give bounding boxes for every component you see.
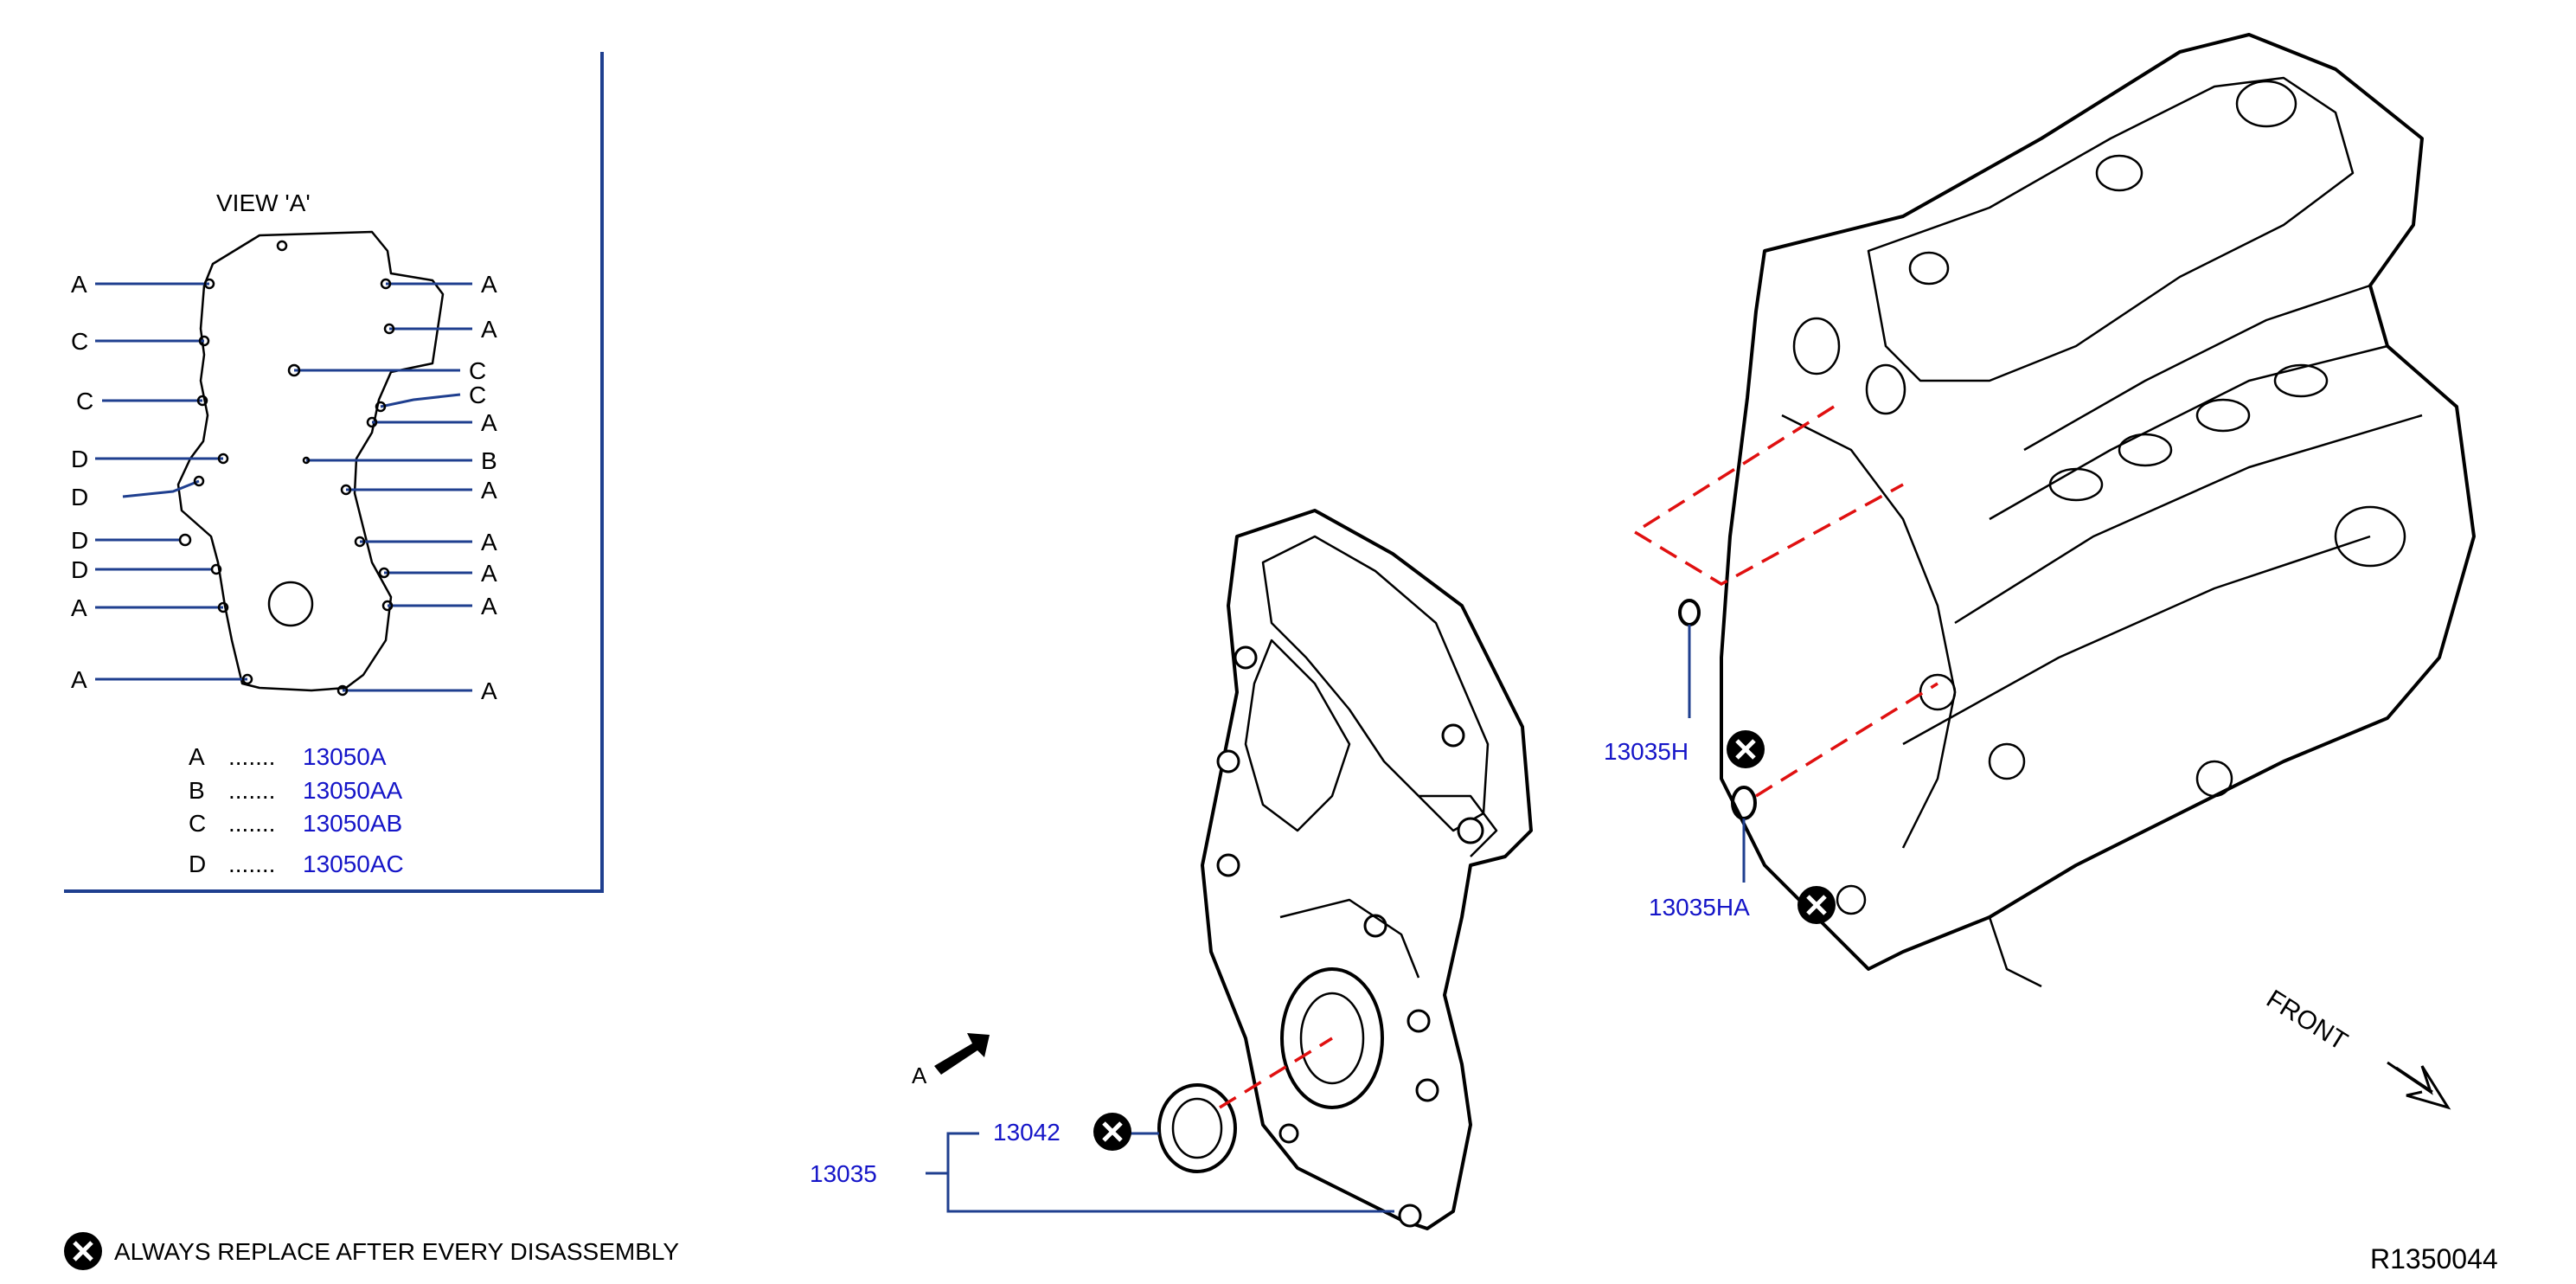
bolt-label: A (71, 666, 87, 693)
legend-part-number[interactable]: 13050AC (303, 851, 404, 877)
left-leaders (95, 282, 247, 681)
legend-part-number[interactable]: 13050AA (303, 777, 403, 804)
callout-leaders (926, 625, 1746, 1213)
bolt-label: D (71, 484, 88, 510)
bolt-label: D (71, 446, 88, 472)
crank-seal-bore (1280, 967, 1384, 1109)
o-ring-13035H[interactable] (1678, 599, 1701, 626)
bolt-label: C (71, 328, 88, 355)
bolt-label: C (469, 382, 486, 408)
crank-hole (267, 581, 314, 627)
left-labels: A C C D D D D A A (71, 271, 93, 693)
bolt-label: A (481, 477, 497, 504)
replace-x-icon (1797, 886, 1836, 924)
bolt-legend: A ....... 13050A B ....... 13050AA C ...… (189, 743, 404, 877)
legend-key: C (189, 810, 206, 837)
o-ring-13035HA[interactable] (1731, 786, 1757, 820)
seal-centerline (1219, 1037, 1333, 1109)
right-labels: A A C C A B A A A A A (469, 271, 497, 704)
front-direction: FRONT (2261, 985, 2451, 1110)
bolt-label: A (481, 593, 497, 620)
legend-key: A (189, 743, 205, 770)
replace-note-text: ALWAYS REPLACE AFTER EVERY DISASSEMBLY (114, 1238, 679, 1265)
legend-dots: ....... (228, 810, 275, 837)
part-number-13042[interactable]: 13042 (993, 1119, 1061, 1146)
oil-seal-13042[interactable] (1157, 1037, 1333, 1173)
bolt-label: A (481, 677, 497, 704)
left-holes (178, 278, 253, 685)
view-arrow-label: A (912, 1063, 927, 1088)
bolt-label: A (71, 594, 87, 621)
part-number-13035HA[interactable]: 13035HA (1649, 894, 1750, 921)
legend-dots: ....... (228, 851, 275, 877)
bolt-label: A (481, 316, 497, 343)
right-holes (287, 278, 395, 697)
view-a-arrow: A (912, 1033, 990, 1088)
legend-part-number[interactable]: 13050AB (303, 810, 402, 837)
legend-dots: ....... (228, 777, 275, 804)
front-timing-cover (1201, 509, 1533, 1230)
right-leaders (294, 282, 472, 692)
front-arrow-icon (2387, 1061, 2451, 1110)
engine-assembly (1720, 33, 2476, 988)
bolt-label: C (469, 357, 486, 384)
legend-key: B (189, 777, 205, 804)
part-number-13035H[interactable]: 13035H (1604, 738, 1688, 765)
front-label: FRONT (2261, 985, 2352, 1056)
bolt-label: A (481, 529, 497, 555)
replace-note: ALWAYS REPLACE AFTER EVERY DISASSEMBLY (64, 1232, 679, 1270)
legend-dots: ....... (228, 743, 275, 770)
replace-x-icon (1727, 730, 1765, 768)
legend-part-number[interactable]: 13050A (303, 743, 387, 770)
bolt-label: A (481, 560, 497, 587)
view-a-title: VIEW 'A' (216, 189, 311, 216)
bolt-label: C (76, 388, 93, 414)
bolt-label: D (71, 527, 88, 554)
diagram-id: R1350044 (2370, 1243, 2498, 1274)
bolt-label: A (71, 271, 87, 298)
part-number-13035[interactable]: 13035 (810, 1160, 877, 1187)
replace-x-icon (1093, 1113, 1131, 1151)
dowel-centerlines (1631, 405, 1938, 798)
legend-key: D (189, 851, 206, 877)
bolt-label: B (481, 447, 497, 474)
dowel-hole (276, 240, 288, 252)
bolt-label: A (481, 409, 497, 436)
view-a-panel: VIEW 'A' (64, 52, 604, 893)
bolt-label: A (481, 271, 497, 298)
bolt-label: D (71, 556, 88, 583)
replace-x-icon (64, 1232, 102, 1270)
